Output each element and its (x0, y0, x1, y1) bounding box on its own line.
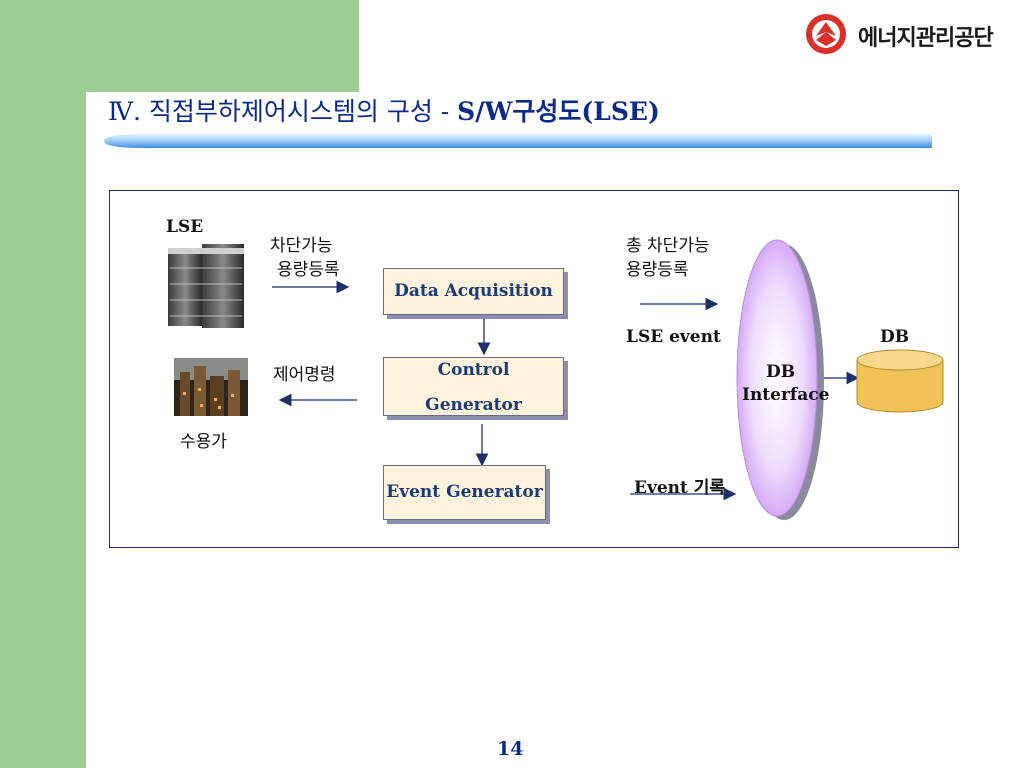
db-interface-ellipse (736, 239, 818, 517)
control-command-label: 제어명령 (273, 365, 336, 385)
kemco-logo-icon (806, 14, 846, 54)
capacity-reg-label-1: 차단가능 (270, 236, 333, 256)
db-interface-label-2: Interface (742, 385, 830, 405)
title-suffix: S/W구성도(LSE) (457, 97, 660, 126)
control-generator-box: Control Generator (383, 357, 564, 416)
data-acquisition-box: Data Acquisition (383, 268, 564, 315)
page-title: Ⅳ. 직접부하제어시스템의 구성 - S/W구성도(LSE) (108, 92, 660, 128)
total-capacity-label-2: 용량등록 (626, 260, 689, 280)
consumer-label: 수용가 (180, 432, 227, 452)
db-interface-label-1: DB (766, 362, 796, 382)
db-label: DB (880, 327, 910, 347)
lse-label: LSE (166, 217, 204, 237)
event-generator-box: Event Generator (383, 465, 546, 520)
green-header-block (0, 0, 359, 92)
control-label-2: Generator (425, 395, 522, 415)
title-prefix: Ⅳ. 직접부하제어시스템의 구성 - (108, 97, 458, 126)
green-sidebar (0, 0, 86, 768)
lse-event-label: LSE event (626, 327, 721, 347)
control-label-1: Control (437, 360, 510, 380)
event-record-label: Event 기록 (634, 478, 726, 498)
title-underline-bar (104, 134, 932, 148)
total-capacity-label-1: 총 차단가능 (626, 236, 710, 256)
database-cylinder-icon (856, 349, 944, 413)
city-buildings-icon (174, 358, 248, 416)
server-rack-icon (168, 244, 244, 328)
logo-text: 에너지관리공단 (858, 26, 994, 51)
page-number: 14 (497, 738, 524, 760)
data-acquisition-label: Data Acquisition (394, 281, 553, 301)
capacity-reg-label-2: 용량등록 (277, 260, 340, 280)
event-generator-label: Event Generator (386, 482, 543, 502)
